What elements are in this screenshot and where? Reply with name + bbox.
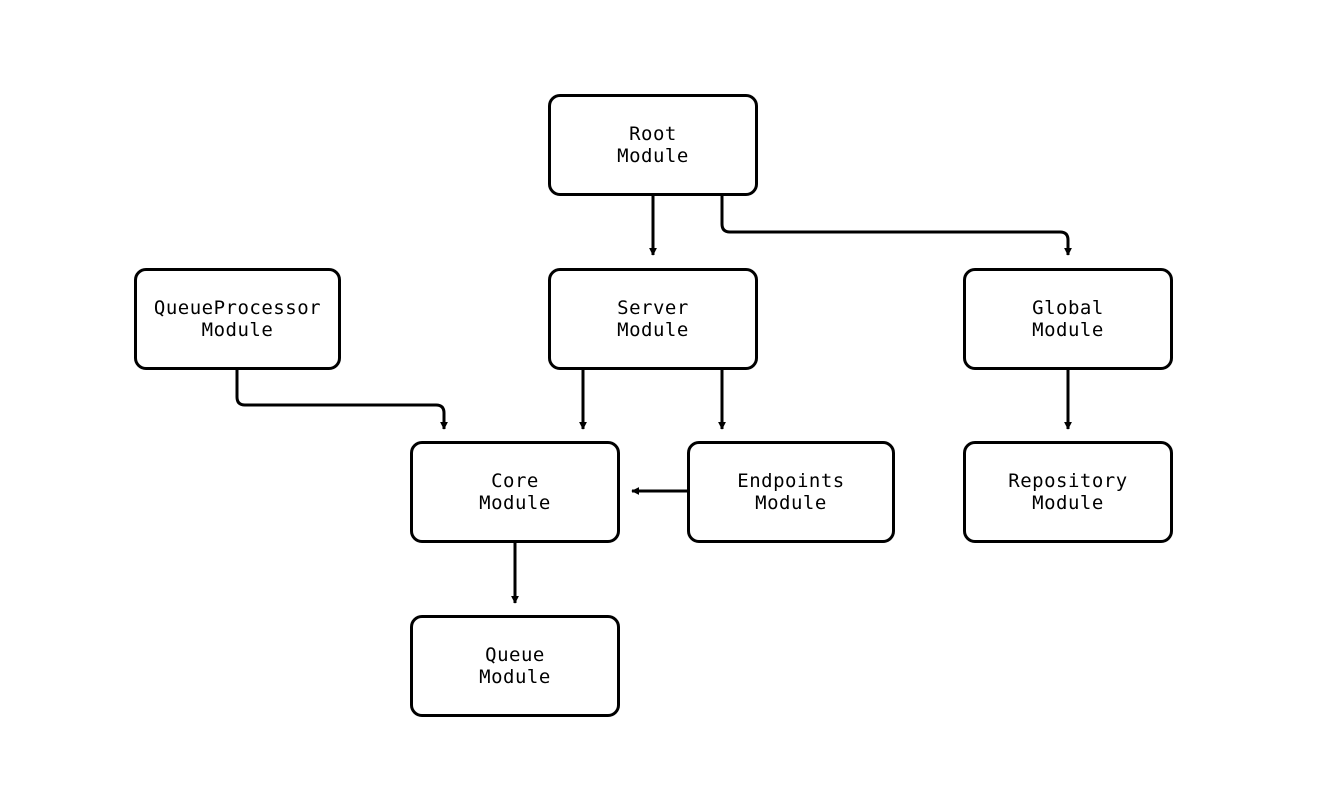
- node-label-server-module: Server Module: [617, 297, 689, 341]
- node-label-global-module: Global Module: [1032, 297, 1104, 341]
- node-label-root-module: Root Module: [617, 123, 689, 167]
- node-queueprocessor-module[interactable]: QueueProcessor Module: [134, 268, 341, 370]
- node-label-repository-module: Repository Module: [1008, 470, 1128, 514]
- node-endpoints-module[interactable]: Endpoints Module: [687, 441, 895, 543]
- node-global-module[interactable]: Global Module: [963, 268, 1173, 370]
- node-core-module[interactable]: Core Module: [410, 441, 620, 543]
- edge-queueprocessor-to-core: [235, 370, 448, 430]
- node-queue-module[interactable]: Queue Module: [410, 615, 620, 717]
- node-label-core-module: Core Module: [479, 470, 551, 514]
- node-root-module[interactable]: Root Module: [548, 94, 758, 196]
- node-label-queue-module: Queue Module: [479, 644, 551, 688]
- node-server-module[interactable]: Server Module: [548, 268, 758, 370]
- edge-root-to-global: [720, 196, 1072, 256]
- node-label-endpoints-module: Endpoints Module: [737, 470, 845, 514]
- node-repository-module[interactable]: Repository Module: [963, 441, 1173, 543]
- node-label-queueprocessor-module: QueueProcessor Module: [153, 297, 322, 341]
